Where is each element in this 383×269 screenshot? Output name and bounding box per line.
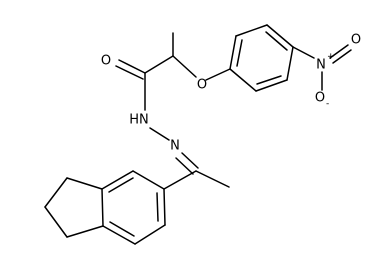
- bond-ring1-b: [235, 24, 268, 37]
- nitro-oxygen-top-label: O: [351, 33, 361, 48]
- bond-ring1-a-inner: [236, 39, 243, 67]
- bond-carbonyl-double-2: [115, 65, 144, 80]
- bond-c-methyl: [195, 170, 230, 188]
- bond-ring2-e-inner: [108, 177, 134, 193]
- bond-ring1-e-inner: [256, 75, 282, 85]
- bond-cp-a: [66, 177, 103, 190]
- bond-cp-b: [44, 177, 68, 208]
- nh-label: HN: [129, 113, 149, 128]
- ether-oxygen-label: O: [197, 78, 207, 93]
- nitro-oxygen-charge: -: [326, 99, 329, 109]
- bond-nh-n: [149, 127, 170, 141]
- bond-ring1-f: [229, 68, 257, 92]
- bond-n-c-double-2: [175, 157, 194, 175]
- bond-ch-carbonyl: [144, 55, 174, 74]
- bond-ring2-e: [101, 170, 134, 190]
- bond-n-c-double-1: [181, 152, 199, 169]
- bond-nitro-n-o-double-1: [329, 44, 349, 59]
- bond-carbonyl-double-1: [118, 59, 146, 74]
- bond-ring2-c: [102, 225, 136, 245]
- bonds: [44, 24, 352, 245]
- carbonyl-oxygen-label: O: [101, 54, 111, 69]
- bond-c-indane: [163, 170, 197, 190]
- bond-cp-c: [44, 206, 68, 238]
- bond-ring2-a: [163, 188, 166, 226]
- bond-ring1-c: [266, 24, 294, 48]
- bond-ring2-a-inner: [156, 192, 159, 222]
- bond-ring1-a: [229, 35, 237, 70]
- atom-labels: O O HN N N + O O -: [101, 33, 361, 154]
- bond-ether-o-ring: [205, 68, 231, 81]
- bond-ring2-f: [132, 170, 165, 190]
- nitro-nitrogen-charge: +: [327, 52, 335, 62]
- nitro-nitrogen-label: N: [316, 58, 326, 73]
- bond-ring2-c-inner: [109, 221, 135, 237]
- bond-nitro-n-o-double-2: [332, 49, 352, 64]
- bond-ch-ether-o: [172, 55, 197, 78]
- imine-nitrogen-label: N: [170, 139, 180, 154]
- bond-ring2-d: [101, 188, 104, 227]
- bond-ring1-e: [255, 79, 288, 92]
- bond-cp-d: [66, 225, 104, 238]
- nitro-oxygen-bottom-label: O: [315, 91, 325, 106]
- bond-ring1-d: [286, 46, 294, 81]
- bond-ring1-c-inner: [265, 31, 288, 51]
- bond-ring-nitro-n: [292, 46, 315, 59]
- bond-ring2-b: [134, 224, 166, 245]
